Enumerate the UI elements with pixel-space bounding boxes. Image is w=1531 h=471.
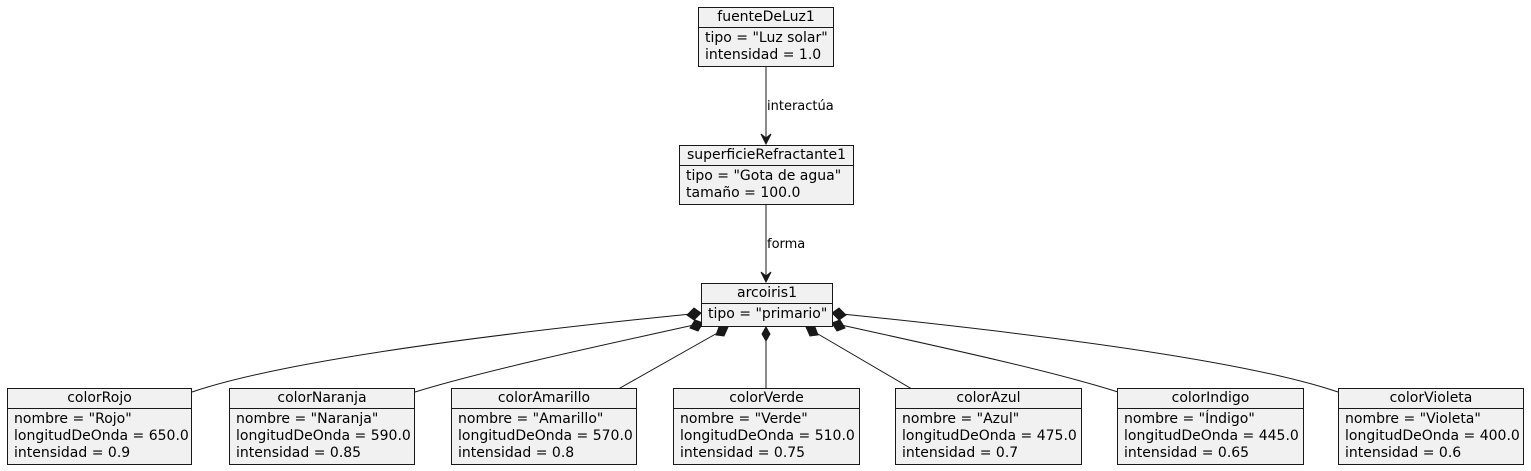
- composition-edge-colorVioleta: [831, 307, 1339, 393]
- object-colorVioleta[interactable]: colorVioleta nombre = "Violeta" longitud…: [1338, 388, 1524, 465]
- attribute-intensidad: intensidad = 0.85: [236, 445, 362, 461]
- composition-edge-colorVerde: [761, 325, 771, 392]
- object-attributes: tipo = "Gota de agua" tamaño = 100.0: [680, 166, 853, 202]
- edge-label-interactua: interactúa: [767, 99, 834, 114]
- composition-edge-colorNaranja: [414, 319, 704, 393]
- attribute-intensidad: intensidad = 1.0: [705, 47, 822, 63]
- object-attributes: nombre = "Azul" longitudDeOnda = 475.0 i…: [896, 409, 1081, 462]
- attribute-longitudDeOnda: longitudDeOnda = 570.0: [458, 428, 633, 444]
- composition-edge-colorIndigo: [831, 319, 1119, 393]
- object-title: superficieRefractante1: [680, 146, 853, 166]
- attribute-tipo: tipo = "primario": [708, 306, 828, 322]
- attribute-nombre: nombre = "Rojo": [14, 411, 132, 427]
- object-attributes: nombre = "Rojo" longitudDeOnda = 650.0 i…: [8, 409, 191, 462]
- attribute-tipo: tipo = "Gota de agua": [686, 168, 842, 184]
- attribute-tamano: tamaño = 100.0: [686, 185, 801, 201]
- object-attributes: tipo = "primario": [702, 304, 832, 323]
- attribute-tipo: tipo = "Luz solar": [705, 30, 828, 46]
- attribute-nombre: nombre = "Azul": [902, 411, 1020, 427]
- object-colorRojo[interactable]: colorRojo nombre = "Rojo" longitudDeOnda…: [7, 388, 192, 465]
- attribute-longitudDeOnda: longitudDeOnda = 400.0: [1345, 428, 1520, 444]
- object-colorIndigo[interactable]: colorIndigo nombre = "Índigo" longitudDe…: [1117, 388, 1304, 465]
- object-colorNaranja[interactable]: colorNaranja nombre = "Naranja" longitud…: [229, 388, 415, 465]
- object-title: colorVioleta: [1339, 389, 1523, 409]
- attribute-intensidad: intensidad = 0.9: [14, 445, 131, 461]
- object-colorVerde[interactable]: colorVerde nombre = "Verde" longitudDeOn…: [673, 388, 860, 465]
- object-colorAmarillo[interactable]: colorAmarillo nombre = "Amarillo" longit…: [451, 388, 637, 465]
- object-title: colorAzul: [896, 389, 1081, 409]
- object-attributes: nombre = "Violeta" longitudDeOnda = 400.…: [1339, 409, 1523, 462]
- object-title: arcoiris1: [702, 284, 832, 304]
- attribute-intensidad: intensidad = 0.7: [902, 445, 1019, 461]
- edge-forma: [760, 205, 772, 284]
- object-title: colorAmarillo: [452, 389, 636, 409]
- composition-edge-colorRojo: [191, 307, 702, 393]
- object-fuenteDeLuz1[interactable]: fuenteDeLuz1 tipo = "Luz solar" intensid…: [698, 7, 834, 67]
- object-attributes: nombre = "Amarillo" longitudDeOnda = 570…: [452, 409, 636, 462]
- attribute-intensidad: intensidad = 0.75: [680, 445, 806, 461]
- object-attributes: nombre = "Naranja" longitudDeOnda = 590.…: [230, 409, 414, 462]
- object-attributes: tipo = "Luz solar" intensidad = 1.0: [699, 28, 833, 64]
- composition-edge-colorAzul: [805, 326, 918, 393]
- object-superficieRefractante1[interactable]: superficieRefractante1 tipo = "Gota de a…: [679, 145, 854, 205]
- attribute-longitudDeOnda: longitudDeOnda = 475.0: [902, 428, 1077, 444]
- attribute-nombre: nombre = "Verde": [680, 411, 808, 427]
- attribute-longitudDeOnda: longitudDeOnda = 510.0: [680, 428, 855, 444]
- object-arcoiris1[interactable]: arcoiris1 tipo = "primario": [701, 283, 833, 327]
- attribute-longitudDeOnda: longitudDeOnda = 650.0: [14, 428, 189, 444]
- attribute-nombre: nombre = "Violeta": [1345, 411, 1481, 427]
- attribute-nombre: nombre = "Índigo": [1124, 411, 1255, 427]
- object-title: colorIndigo: [1118, 389, 1303, 409]
- edge-label-forma: forma: [767, 237, 806, 252]
- object-title: colorRojo: [8, 389, 191, 409]
- composition-edge-colorAmarillo: [612, 326, 729, 393]
- attribute-intensidad: intensidad = 0.65: [1124, 445, 1250, 461]
- attribute-nombre: nombre = "Naranja": [236, 411, 379, 427]
- edge-interactua: [760, 67, 772, 146]
- object-attributes: nombre = "Verde" longitudDeOnda = 510.0 …: [674, 409, 859, 462]
- object-title: colorNaranja: [230, 389, 414, 409]
- object-title: colorVerde: [674, 389, 859, 409]
- attribute-longitudDeOnda: longitudDeOnda = 590.0: [236, 428, 411, 444]
- attribute-intensidad: intensidad = 0.8: [458, 445, 575, 461]
- attribute-intensidad: intensidad = 0.6: [1345, 445, 1462, 461]
- object-attributes: nombre = "Índigo" longitudDeOnda = 445.0…: [1118, 409, 1303, 462]
- attribute-nombre: nombre = "Amarillo": [458, 411, 604, 427]
- object-title: fuenteDeLuz1: [699, 8, 833, 28]
- attribute-longitudDeOnda: longitudDeOnda = 445.0: [1124, 428, 1299, 444]
- object-colorAzul[interactable]: colorAzul nombre = "Azul" longitudDeOnda…: [895, 388, 1082, 465]
